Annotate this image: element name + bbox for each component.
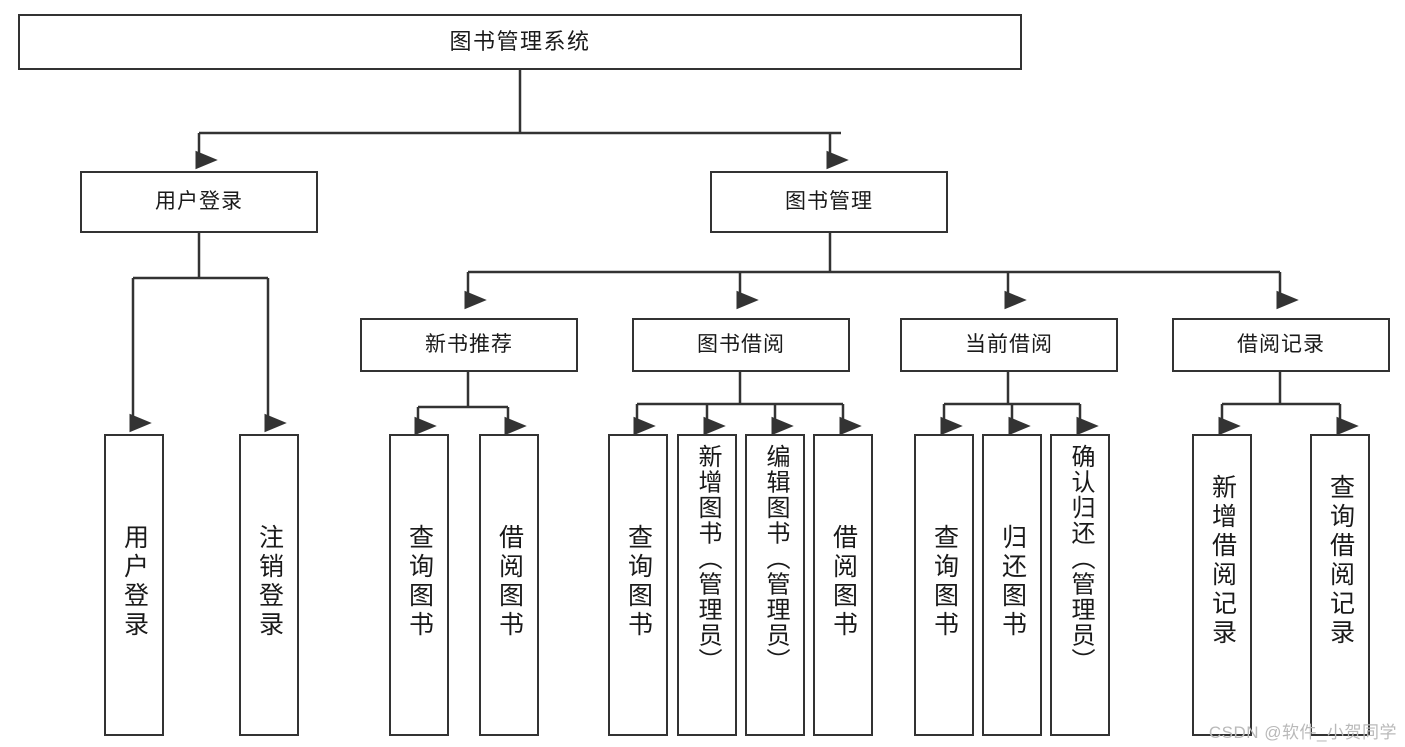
node-label: 用户登录 bbox=[120, 524, 149, 640]
node-leaf-confirm-return[interactable]: 确认归还（管理员） bbox=[1050, 434, 1110, 736]
node-label: 编辑图书（管理员） bbox=[762, 444, 789, 674]
node-label: 注销登录 bbox=[255, 524, 284, 640]
node-label: 借阅图书 bbox=[829, 524, 858, 640]
node-leaf-query-book-3[interactable]: 查询图书 bbox=[914, 434, 974, 736]
node-label: 图书管理 bbox=[785, 189, 873, 213]
node-borrow-record[interactable]: 借阅记录 bbox=[1172, 318, 1390, 372]
node-leaf-return-book[interactable]: 归还图书 bbox=[982, 434, 1042, 736]
node-label: 归还图书 bbox=[998, 524, 1027, 640]
node-label: 用户登录 bbox=[155, 189, 243, 213]
node-book-borrow[interactable]: 图书借阅 bbox=[632, 318, 850, 372]
node-label: 查询借阅记录 bbox=[1326, 474, 1355, 648]
node-leaf-user-login[interactable]: 用户登录 bbox=[104, 434, 164, 736]
node-label: 新增借阅记录 bbox=[1208, 474, 1237, 648]
node-leaf-query-book-2[interactable]: 查询图书 bbox=[608, 434, 668, 736]
node-user-login[interactable]: 用户登录 bbox=[80, 171, 318, 233]
node-leaf-add-record[interactable]: 新增借阅记录 bbox=[1192, 434, 1252, 736]
node-label: 当前借阅 bbox=[965, 332, 1053, 356]
node-leaf-logout[interactable]: 注销登录 bbox=[239, 434, 299, 736]
node-label: 新增图书（管理员） bbox=[694, 444, 721, 674]
node-new-book-recommend[interactable]: 新书推荐 bbox=[360, 318, 578, 372]
node-book-management[interactable]: 图书管理 bbox=[710, 171, 948, 233]
node-label: 借阅记录 bbox=[1237, 332, 1325, 356]
node-label: 查询图书 bbox=[930, 524, 959, 640]
node-label: 新书推荐 bbox=[425, 332, 513, 356]
watermark-text: CSDN @软件_小贺同学 bbox=[1208, 723, 1397, 742]
node-current-borrow[interactable]: 当前借阅 bbox=[900, 318, 1118, 372]
node-leaf-query-book-1[interactable]: 查询图书 bbox=[389, 434, 449, 736]
node-leaf-query-record[interactable]: 查询借阅记录 bbox=[1310, 434, 1370, 736]
node-root-book-management-system[interactable]: 图书管理系统 bbox=[18, 14, 1022, 70]
node-leaf-borrow-book-2[interactable]: 借阅图书 bbox=[813, 434, 873, 736]
node-label: 确认归还（管理员） bbox=[1067, 444, 1094, 674]
node-leaf-borrow-book-1[interactable]: 借阅图书 bbox=[479, 434, 539, 736]
node-label: 图书管理系统 bbox=[449, 29, 591, 55]
node-label: 查询图书 bbox=[624, 524, 653, 640]
node-label: 图书借阅 bbox=[697, 332, 785, 356]
node-leaf-edit-book[interactable]: 编辑图书（管理员） bbox=[745, 434, 805, 736]
node-label: 借阅图书 bbox=[495, 524, 524, 640]
node-label: 查询图书 bbox=[405, 524, 434, 640]
node-leaf-add-book[interactable]: 新增图书（管理员） bbox=[677, 434, 737, 736]
